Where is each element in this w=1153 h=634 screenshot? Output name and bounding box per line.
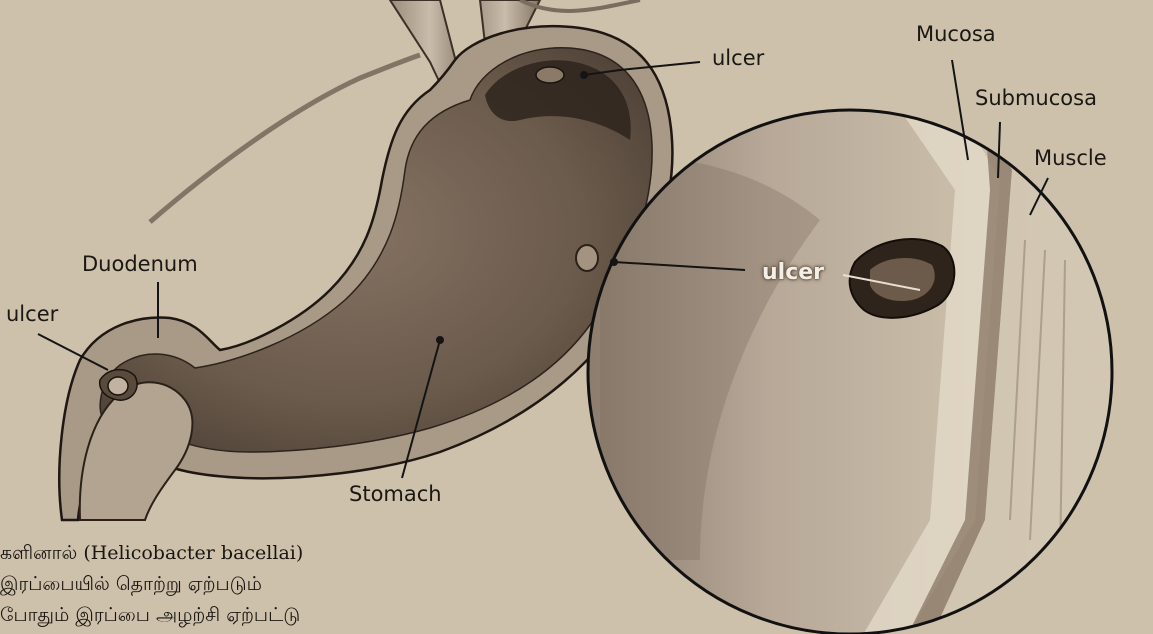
label-stomach: Stomach	[349, 484, 442, 505]
ulcer-duodenum-mark	[108, 377, 128, 395]
tamil-caption: களினால் (Helicobacter bacellai) இரப்பையி…	[0, 538, 303, 631]
ulcer-center-mark	[576, 245, 598, 271]
label-mucosa: Mucosa	[916, 24, 996, 45]
caption-line-3: போதும் இரப்பை அழற்சி ஏற்பட்டு	[0, 600, 303, 631]
label-submucosa: Submucosa	[975, 88, 1097, 109]
label-ulcer-center: ulcer	[762, 262, 824, 284]
label-ulcer-top: ulcer	[712, 48, 764, 69]
caption-line-2: இரப்பையில் தொற்று ஏற்படும்	[0, 569, 303, 600]
ulcer-top-mark	[536, 67, 564, 83]
label-duodenum: Duodenum	[82, 254, 198, 275]
label-ulcer-left: ulcer	[6, 304, 58, 325]
label-muscle: Muscle	[1034, 148, 1107, 169]
caption-line-1: களினால் (Helicobacter bacellai)	[0, 538, 303, 569]
